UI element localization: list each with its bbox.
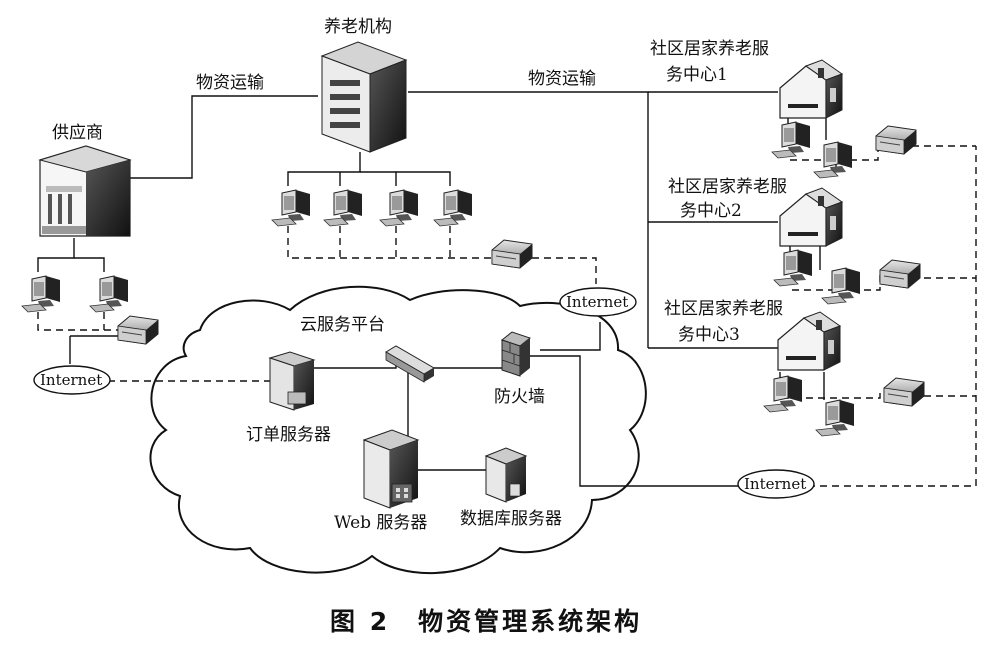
web-server-label: Web 服务器 xyxy=(334,513,427,533)
center3-label-line1: 社区居家养老服 xyxy=(664,299,783,319)
elder-org-pc-icon xyxy=(433,189,473,227)
center2-house-icon xyxy=(779,187,843,247)
center2-printer-icon xyxy=(879,259,921,289)
cloud-platform-label: 云服务平台 xyxy=(300,315,385,335)
center3-pc-icon xyxy=(763,375,803,413)
elder-org-server-icon xyxy=(320,41,408,153)
web-server-icon xyxy=(362,429,420,509)
db-server-label: 数据库服务器 xyxy=(460,509,562,529)
db-server-icon xyxy=(484,447,528,503)
center2-label-line2: 务中心2 xyxy=(680,201,742,221)
transport-label-1: 物资运输 xyxy=(196,73,264,93)
center2-pc-icon xyxy=(821,267,861,305)
cloud-shape xyxy=(149,285,647,575)
center1-label-line2: 务中心1 xyxy=(666,65,728,85)
center2-pc-icon xyxy=(773,249,813,287)
firewall-label: 防火墙 xyxy=(494,387,545,407)
order-server-label: 订单服务器 xyxy=(246,425,331,445)
elder-org-pc-icon xyxy=(323,189,363,227)
center3-label-line2: 务中心3 xyxy=(678,325,740,345)
elder-org-pc-icon xyxy=(271,189,311,227)
supplier-label: 供应商 xyxy=(52,123,103,143)
elder-org-label: 养老机构 xyxy=(324,17,392,37)
figure-caption: 图 2 物资管理系统架构 xyxy=(330,607,642,636)
supplier-pc-icon xyxy=(89,275,129,313)
center1-printer-icon xyxy=(875,125,917,155)
internet-mid-label: Internet xyxy=(566,293,628,311)
firewall-icon xyxy=(500,331,532,377)
center1-house-icon xyxy=(779,59,843,119)
supplier-building-icon xyxy=(38,145,132,237)
transport-label-2: 物资运输 xyxy=(528,69,596,89)
center1-label-line1: 社区居家养老服 xyxy=(650,39,769,59)
center3-pc-icon xyxy=(815,399,855,437)
order-server-icon xyxy=(268,351,316,411)
internet-left-label: Internet xyxy=(40,371,102,389)
switch-icon xyxy=(385,345,435,383)
supplier-printer-icon xyxy=(117,315,159,345)
internet-right-label: Internet xyxy=(744,475,806,493)
center1-pc-icon xyxy=(771,121,811,159)
center3-printer-icon xyxy=(883,377,925,407)
elder-org-pc-icon xyxy=(379,189,419,227)
center3-house-icon xyxy=(777,311,841,371)
supplier-pc-icon xyxy=(21,275,61,313)
elder-org-printer-icon xyxy=(491,239,533,269)
center2-label-line1: 社区居家养老服 xyxy=(668,177,787,197)
